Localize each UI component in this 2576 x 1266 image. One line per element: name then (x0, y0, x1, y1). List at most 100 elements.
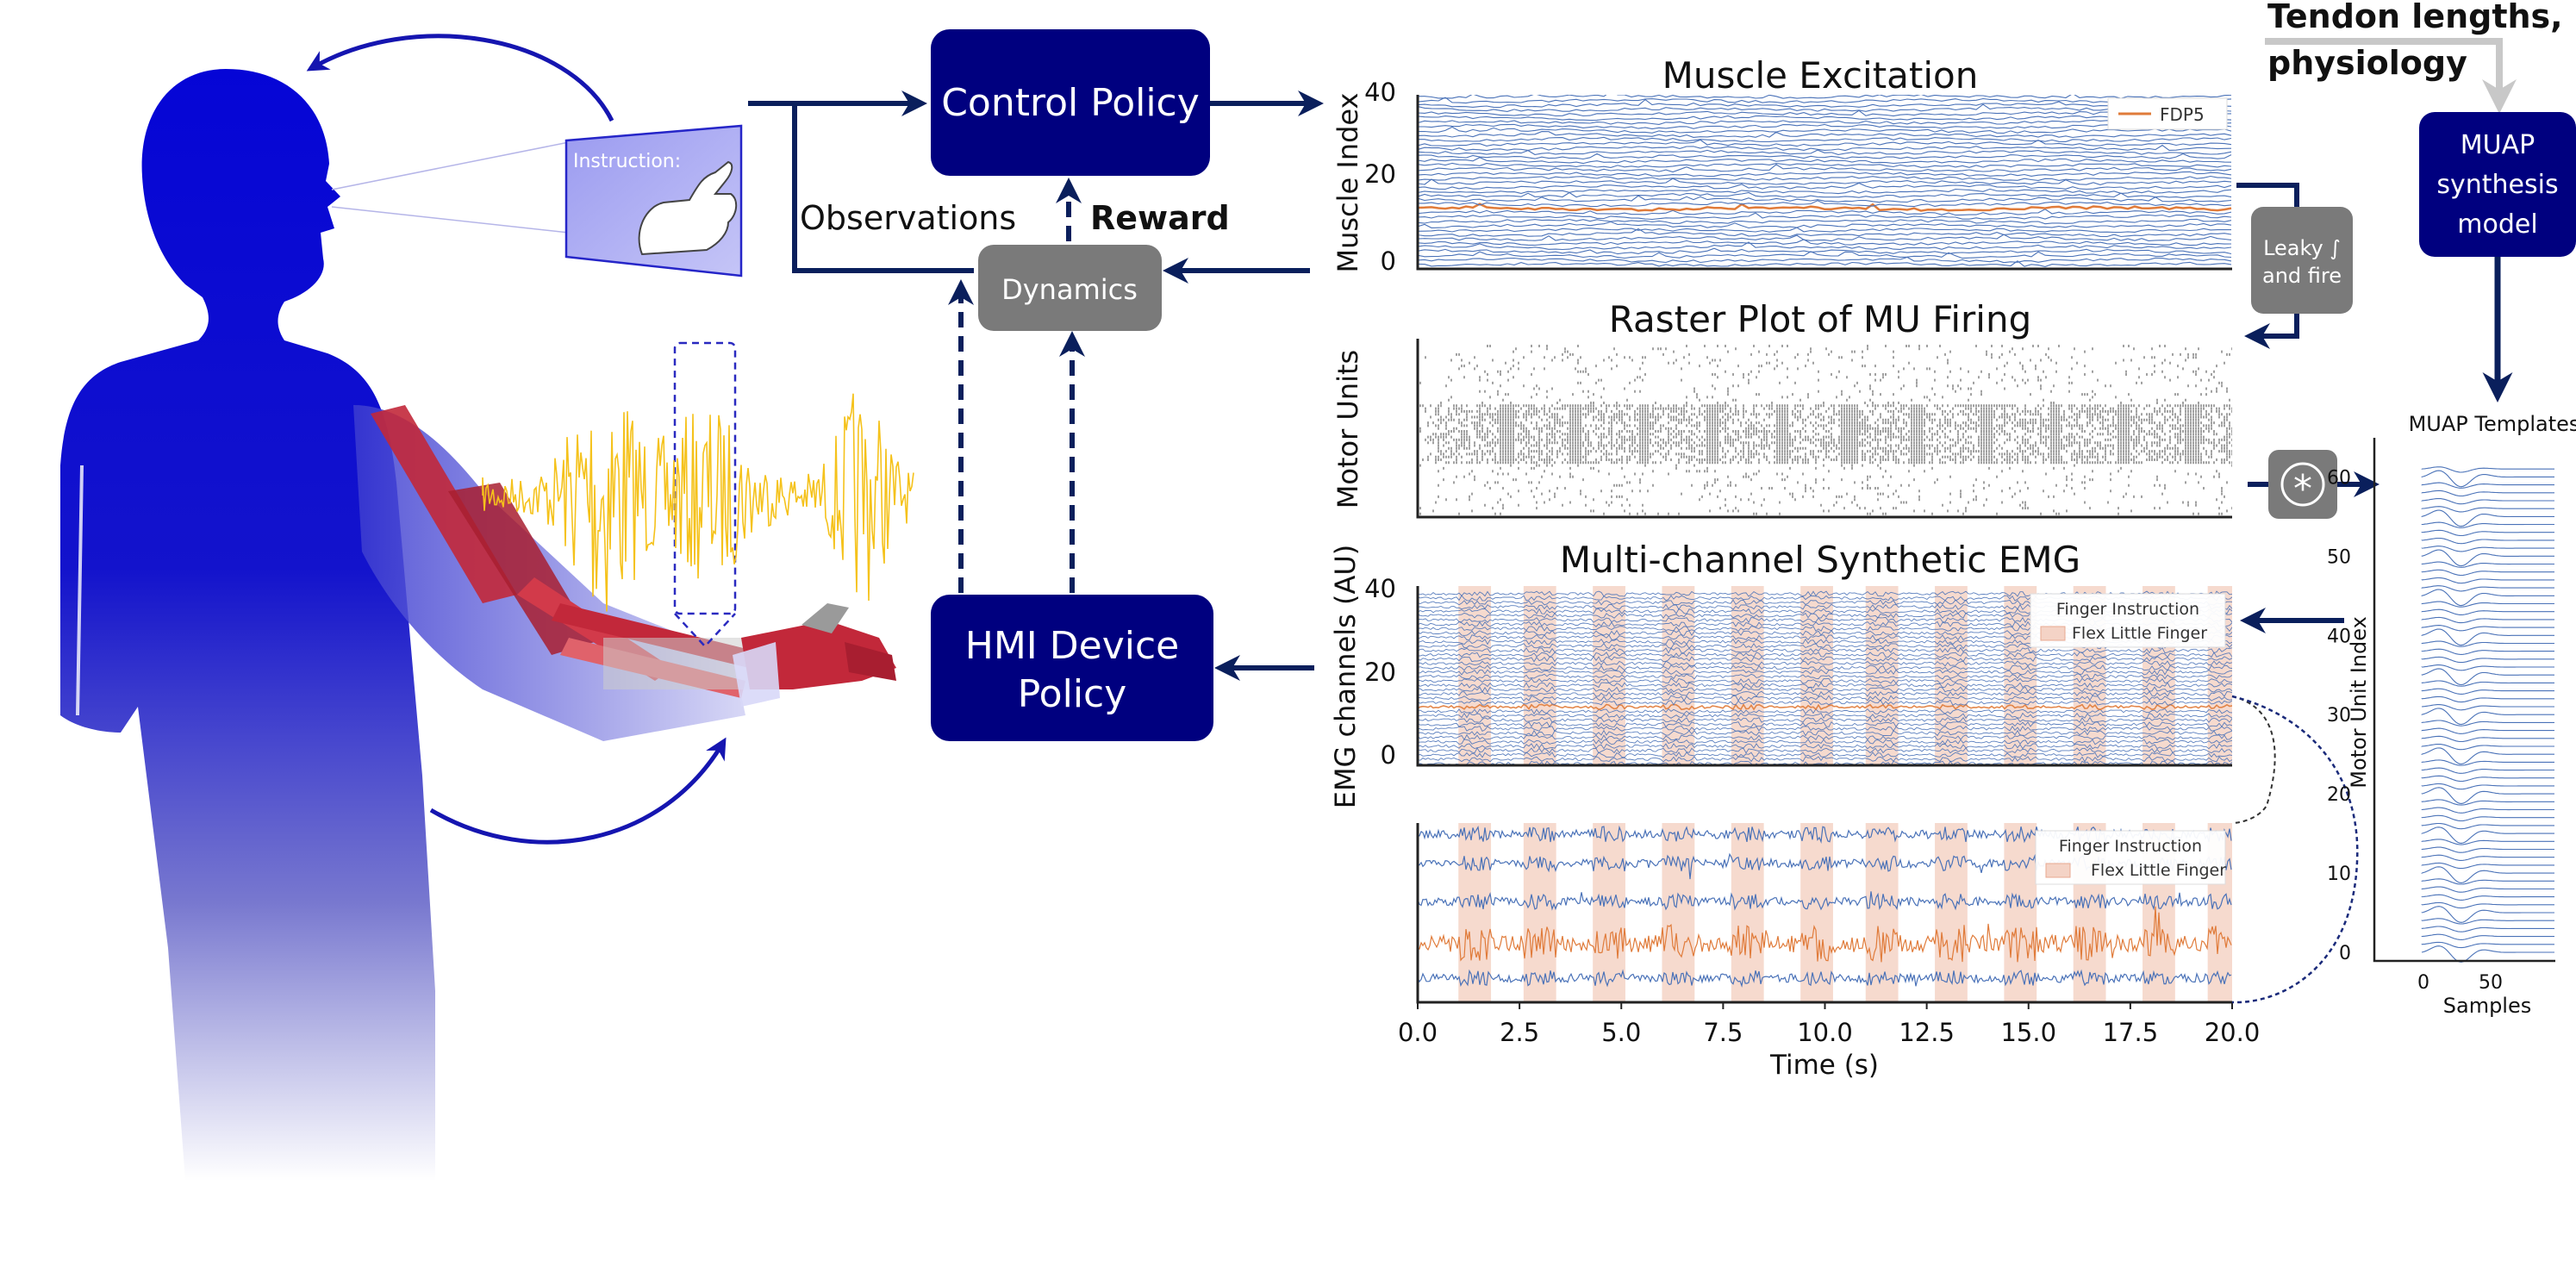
muap-template-40 (2421, 628, 2554, 646)
me-channel-20 (1418, 175, 2232, 181)
emg-sensor-zoom-box (673, 341, 737, 615)
muap-template-29 (2421, 720, 2554, 727)
muap-ytick-4: 40 (2327, 626, 2351, 647)
emg-channel-11 (1418, 712, 2232, 720)
instruction-screen: Instruction: (331, 124, 743, 278)
emg-channel-3 (1418, 747, 2232, 754)
zoom-legend: Finger Instruction Flex Little Finger (2035, 830, 2226, 885)
muap-template-23 (2421, 767, 2554, 774)
muscle-excitation-panel: Muscle Excitation Muscle Index 40 20 0 F… (1332, 54, 2232, 276)
raster-spikes (1418, 345, 2232, 515)
muap-template-35 (2421, 668, 2554, 686)
muap-template-37 (2421, 656, 2554, 664)
policy-arrows (748, 90, 1324, 681)
me-channel-30 (1418, 131, 2232, 139)
muscle-excitation-lines (1418, 95, 2232, 267)
muap-template-34 (2421, 680, 2554, 687)
convolution-box: * (2240, 450, 2380, 633)
emg-channel-17 (1418, 686, 2232, 693)
instruction-band-0 (1458, 823, 1492, 1002)
leaky-label-line2: and fire (2262, 264, 2342, 288)
time-tick-label-6: 15.0 (2000, 1018, 2056, 1047)
me-channel-36 (1418, 103, 2232, 112)
muap-template-8 (2421, 886, 2554, 893)
muap-template-21 (2421, 783, 2554, 790)
muap-template-53 (2421, 529, 2554, 537)
me-channel-5 (1418, 239, 2232, 246)
time-tick-label-3: 7.5 (1703, 1018, 1743, 1047)
muap-template-7 (2421, 894, 2554, 901)
emg-channel-14 (1418, 699, 2232, 706)
me-channel-23 (1418, 162, 2232, 168)
me-channel-17 (1418, 188, 2232, 195)
muap-template-61 (2421, 466, 2554, 473)
muap-template-24 (2421, 759, 2554, 766)
emg-legend-flex: Flex Little Finger (2072, 624, 2207, 643)
me-channel-34 (1418, 115, 2232, 122)
instruction-band-8 (2004, 823, 2037, 1002)
me-channel-12 (1418, 209, 2232, 216)
muap-template-55 (2421, 509, 2554, 527)
me-channel-14 (1418, 200, 2232, 208)
muap-template-30 (2421, 708, 2554, 726)
me-channel-2 (1418, 251, 2232, 259)
muap-xtick-50: 50 (2479, 972, 2503, 994)
zoom-connector-2 (2231, 695, 2359, 1004)
muap-template-59 (2421, 482, 2554, 489)
emg-channel-7 (1418, 729, 2232, 737)
me-channel-0 (1418, 260, 2232, 267)
muap-template-17 (2421, 814, 2554, 822)
muap-template-22 (2421, 775, 2554, 783)
muap-template-5 (2421, 906, 2554, 923)
emg-channel-23 (1418, 660, 2232, 667)
me-channel-33 (1418, 119, 2232, 125)
me-channel-3 (1418, 247, 2232, 255)
emg-panel: Multi-channel Synthetic EMG EMG channels… (1329, 539, 2232, 808)
instruction-band-2 (1593, 823, 1625, 1002)
instruction-band-4 (1731, 823, 1764, 1002)
me-channel-6 (1418, 234, 2232, 242)
reward-label: Reward (1090, 199, 1230, 237)
muap-template-33 (2421, 688, 2554, 695)
tendon-physiology: Tendon lengths, physiology (2265, 0, 2563, 114)
dynamics-label: Dynamics (1001, 273, 1138, 306)
emg-channel-39 (1418, 590, 2232, 597)
muap-template-42 (2421, 616, 2554, 624)
emg-channel-21 (1418, 669, 2232, 676)
muap-ytick-6: 60 (2327, 467, 2351, 489)
tendon-label-line2: physiology (2267, 44, 2467, 82)
muap-template-56 (2421, 506, 2554, 513)
emg-channel-26 (1418, 646, 2232, 654)
muap-template-32 (2421, 695, 2554, 703)
emg-channel-15 (1418, 695, 2232, 702)
instruction-band-3 (1662, 823, 1695, 1002)
zoom-highlight-channel (1418, 906, 2232, 963)
emg-ylabel: EMG channels (AU) (1329, 545, 1362, 809)
me-channel-11 (1418, 212, 2232, 221)
me-channel-27 (1418, 144, 2232, 152)
muap-ytick-2: 20 (2327, 784, 2351, 806)
emg-channel-22 (1418, 664, 2232, 671)
me-channel-8 (1418, 227, 2232, 234)
muap-template-51 (2421, 546, 2554, 552)
instruction-band-5 (1800, 823, 1833, 1002)
me-channel-10 (1418, 218, 2232, 225)
raw-emg-signal (482, 393, 914, 612)
me-channel-18 (1418, 182, 2232, 190)
emg-band (482, 341, 914, 648)
me-channel-19 (1418, 178, 2232, 185)
muap-template-38 (2421, 648, 2554, 655)
muscle-excitation-title: Muscle Excitation (1662, 54, 1979, 97)
muap-template-2 (2421, 933, 2554, 940)
emg-channel-20 (1418, 673, 2232, 680)
emg-channel-10 (1418, 716, 2232, 723)
muap-template-54 (2421, 521, 2554, 528)
me-channel-24 (1418, 157, 2232, 165)
muap-xlabel: Samples (2443, 994, 2532, 1018)
human-silhouette (60, 69, 435, 1181)
muap-template-52 (2421, 537, 2554, 545)
emg-channel-25 (1418, 652, 2232, 658)
muap-template-11 (2421, 862, 2554, 870)
muap-template-47 (2421, 577, 2554, 584)
